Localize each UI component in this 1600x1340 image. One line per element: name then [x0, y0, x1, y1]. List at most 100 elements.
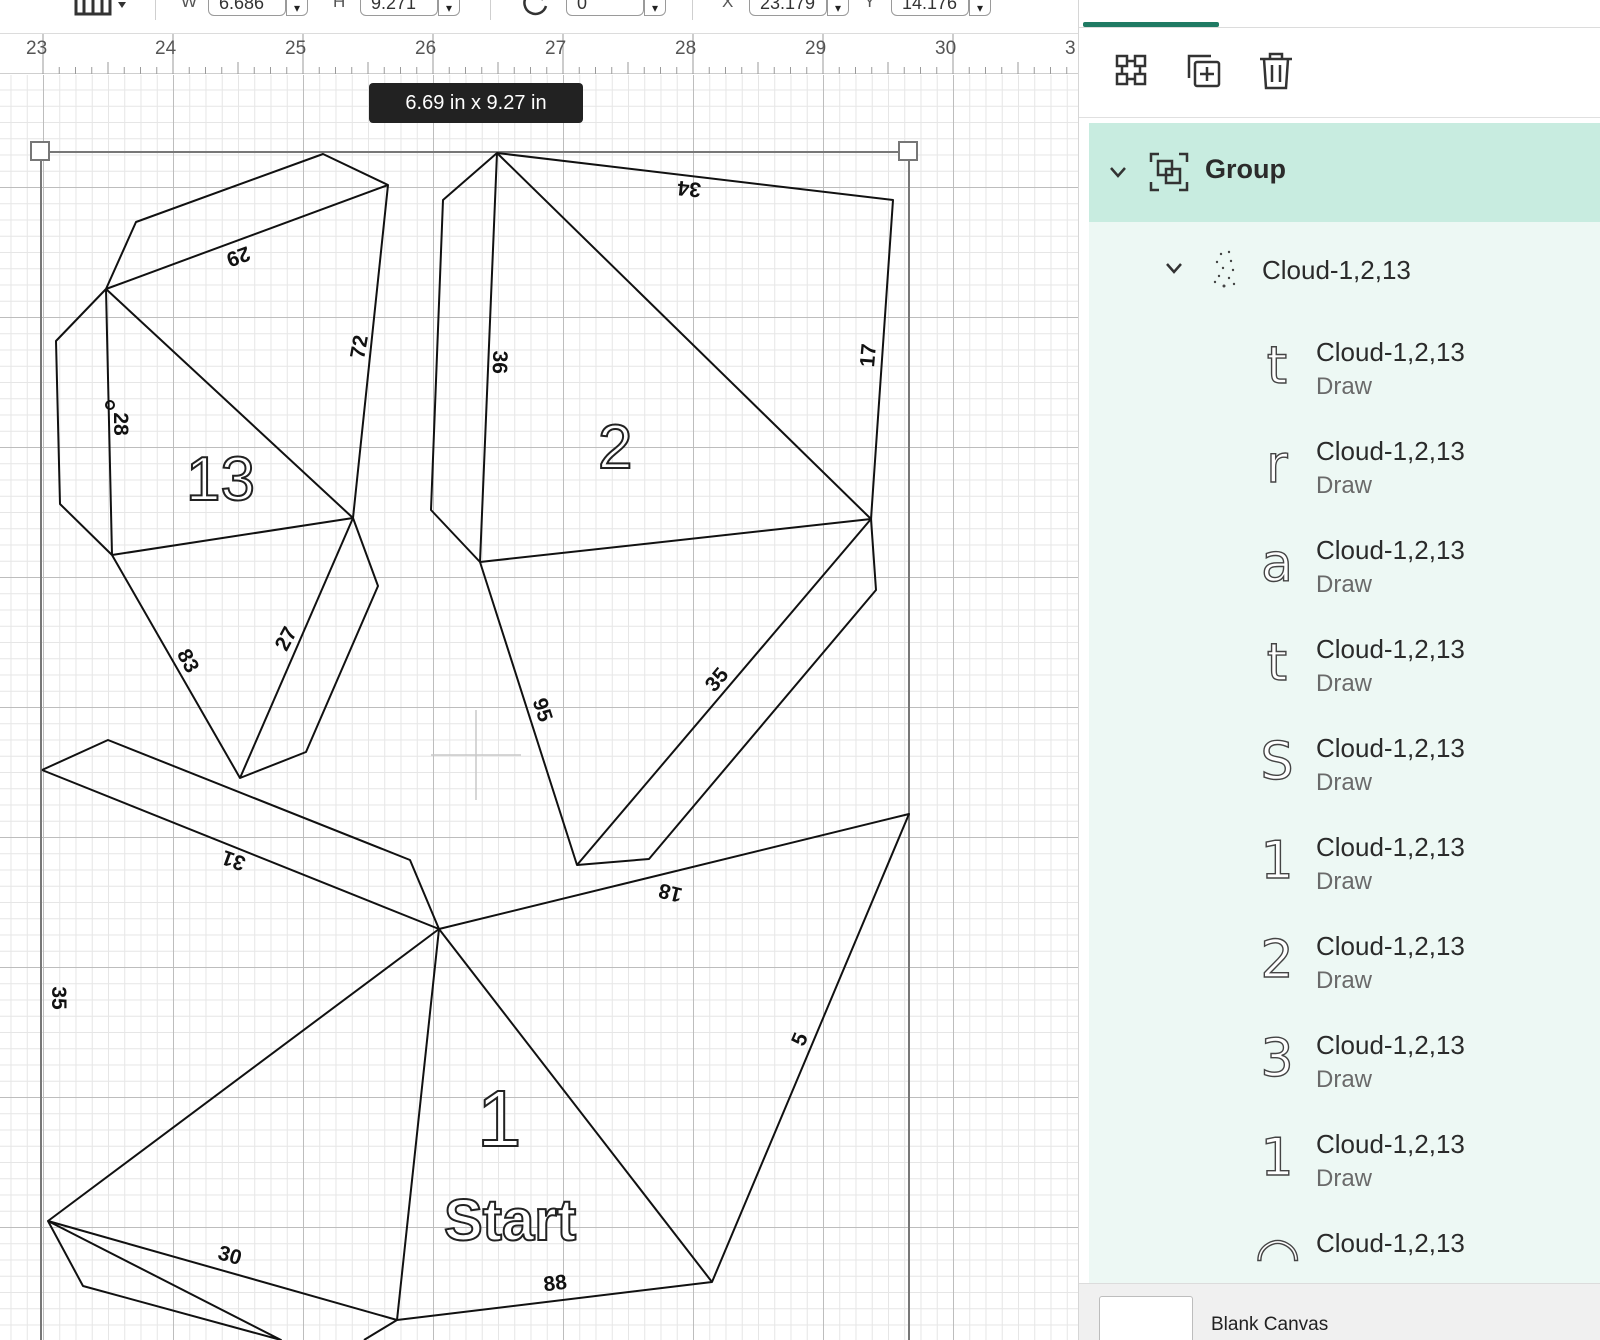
layer-thumbnail-icon: 2: [1260, 929, 1294, 990]
layer-name: Cloud-1,2,13: [1316, 337, 1465, 367]
layer-thumbnail-icon: ◠: [1254, 1226, 1301, 1283]
rotate-stepper[interactable]: ▾: [644, 0, 666, 16]
start-label: Start: [444, 1188, 576, 1253]
edge-label: 17: [856, 343, 881, 368]
ruler-label: 26: [415, 38, 437, 59]
layer-name: Cloud-1,2,13: [1316, 733, 1465, 763]
layer-name: Cloud-1,2,13: [1316, 931, 1465, 961]
layer-thumbnail-icon: S: [1260, 731, 1294, 792]
layers-panel: Group Cloud-1,2,13 t Cloud-1,2,13 Draw: [1078, 0, 1600, 1340]
rotate-icon: [523, 0, 548, 16]
layer-actions-bar: [1079, 28, 1600, 118]
sublayer-row[interactable]: Cloud-1,2,13: [1089, 222, 1600, 322]
layer-thumbnail-icon: t: [1266, 632, 1288, 693]
design-canvas[interactable]: 13 2 1 Start 29 72 28 83 27 34 36 17 35 …: [0, 75, 1078, 1340]
blank-canvas-row[interactable]: Blank Canvas: [1079, 1283, 1600, 1340]
layer-thumbnail-icon: 1: [1260, 1127, 1294, 1188]
width-stepper[interactable]: ▾: [286, 0, 308, 16]
edge-label: 31: [219, 845, 249, 875]
ruler-label: 28: [675, 38, 697, 59]
layer-group-row[interactable]: Group: [1089, 123, 1600, 222]
toolbar-divider: [692, 0, 693, 20]
y-stepper[interactable]: ▾: [969, 0, 991, 16]
edge-label: 72: [346, 333, 373, 360]
y-label: Y: [864, 0, 876, 11]
layer-item[interactable]: t Cloud-1,2,13 Draw: [1089, 322, 1600, 421]
edge-label: 95: [528, 695, 557, 725]
chevron-down-icon[interactable]: [1163, 257, 1185, 279]
layer-name: Cloud-1,2,13: [1316, 1129, 1465, 1159]
layer-item[interactable]: 1 Cloud-1,2,13 Draw: [1089, 817, 1600, 916]
x-stepper[interactable]: ▾: [827, 0, 849, 16]
layer-thumbnail-icon: 3: [1260, 1028, 1294, 1089]
toolbar-divider: [155, 0, 156, 20]
align-icon[interactable]: [74, 0, 134, 16]
height-label: H: [333, 0, 346, 11]
chevron-down-icon[interactable]: [1107, 161, 1129, 183]
resize-handle[interactable]: [898, 141, 918, 161]
edge-label: 35: [701, 663, 734, 696]
layer-thumbnail-icon: t: [1266, 335, 1288, 396]
ruler-label: 29: [805, 38, 827, 59]
layer-operation: Draw: [1316, 868, 1373, 895]
piece-1[interactable]: [41, 739, 910, 1340]
layer-operation: Draw: [1316, 373, 1373, 400]
group-icon: [1149, 152, 1189, 192]
piece-13[interactable]: [55, 153, 389, 779]
resize-handle[interactable]: [30, 141, 50, 161]
layer-item[interactable]: a Cloud-1,2,13 Draw: [1089, 520, 1600, 619]
layer-item[interactable]: 1 Cloud-1,2,13 Draw: [1089, 1114, 1600, 1213]
edge-label: 28: [109, 412, 132, 436]
height-stepper[interactable]: ▾: [438, 0, 460, 16]
layer-operation: Draw: [1316, 1066, 1373, 1093]
layer-name: Cloud-1,2,13: [1316, 634, 1465, 664]
ruler-label: 23: [26, 38, 48, 59]
layer-item[interactable]: S Cloud-1,2,13 Draw: [1089, 718, 1600, 817]
layer-item[interactable]: 2 Cloud-1,2,13 Draw: [1089, 916, 1600, 1015]
ruler-label: 27: [545, 38, 567, 59]
edge-label: 34: [676, 176, 702, 201]
ruler-label: 30: [935, 38, 957, 59]
height-field[interactable]: 9.271: [360, 0, 438, 16]
x-position-field[interactable]: 23.179: [749, 0, 827, 16]
selection-box[interactable]: [30, 141, 918, 1340]
center-crosshair: [431, 710, 521, 800]
delete-icon[interactable]: [1255, 50, 1297, 92]
cut-pattern[interactable]: 13 2 1 Start 29 72 28 83 27 34 36 17 35 …: [0, 75, 1078, 1340]
edge-label: 27: [271, 623, 302, 654]
layer-item[interactable]: ◠ Cloud-1,2,13: [1089, 1213, 1600, 1283]
layer-operation: Draw: [1316, 1165, 1373, 1192]
x-label: X: [722, 0, 734, 11]
blank-canvas-thumbnail: [1099, 1296, 1193, 1340]
layers-list[interactable]: Group Cloud-1,2,13 t Cloud-1,2,13 Draw: [1089, 123, 1600, 1283]
edge-label: 83: [172, 645, 203, 676]
layer-operation: Draw: [1316, 571, 1373, 598]
layer-name: Cloud-1,2,13: [1316, 1030, 1465, 1060]
layer-operation: Draw: [1316, 769, 1373, 796]
layer-item[interactable]: t Cloud-1,2,13 Draw: [1089, 619, 1600, 718]
tab-divider: [1079, 27, 1600, 28]
edge-label: 35: [47, 986, 70, 1010]
layer-operation: Draw: [1316, 670, 1373, 697]
piece-number-13: 13: [186, 445, 255, 514]
layer-item[interactable]: 3 Cloud-1,2,13 Draw: [1089, 1015, 1600, 1114]
piece-2[interactable]: [430, 152, 894, 866]
piece-number-1: 1: [477, 1074, 522, 1163]
duplicate-icon[interactable]: [1183, 50, 1225, 92]
layer-name: Cloud-1,2,13: [1316, 535, 1465, 565]
horizontal-ruler: 23 24 25 26 27 28 29 30 3: [0, 34, 1078, 74]
layer-thumbnail-icon: a: [1260, 533, 1293, 594]
rotate-field[interactable]: 0: [566, 0, 644, 16]
layer-thumbnail-icon: r: [1266, 434, 1289, 495]
layer-name: Cloud-1,2,13: [1316, 436, 1465, 466]
y-position-field[interactable]: 14.176: [891, 0, 969, 16]
size-tooltip: 6.69 in x 9.27 in: [369, 83, 583, 123]
ruler-label: 25: [285, 38, 307, 59]
edge-label: 5: [787, 1029, 813, 1049]
width-field[interactable]: 6.686: [208, 0, 286, 16]
sublayer-thumbnail-icon: [1213, 250, 1236, 288]
ruler-ticks: [42, 34, 1068, 74]
group-label: Group: [1205, 154, 1286, 184]
layer-item[interactable]: r Cloud-1,2,13 Draw: [1089, 421, 1600, 520]
ungroup-icon[interactable]: [1111, 50, 1153, 92]
